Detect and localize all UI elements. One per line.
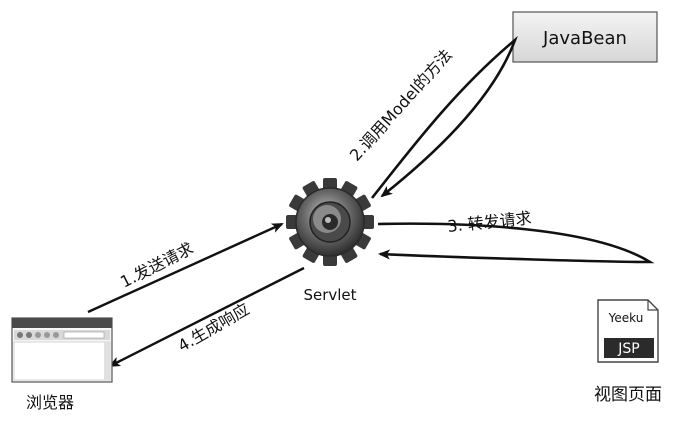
document-icon: Yeeku JSP <box>597 299 659 363</box>
edge-send-request-label: 1.发送请求 <box>117 239 196 292</box>
javabean-label: JavaBean <box>542 28 627 49</box>
jsp-doc-brand: Yeeku <box>608 311 644 325</box>
jsp-label: 视图页面 <box>594 385 662 405</box>
edge-generate-response-line <box>108 266 305 368</box>
javabean-node: JavaBean <box>512 11 658 63</box>
edge-send-request-line <box>87 222 284 314</box>
jsp-node: Yeeku JSP 视图页面 <box>594 299 662 405</box>
edge-send-request: 1.发送请求 <box>87 222 284 314</box>
edge-call-model: 2.调用Model的方法 <box>346 35 518 199</box>
browser-node: 浏览器 <box>11 317 113 412</box>
browser-label: 浏览器 <box>26 393 74 412</box>
gear-icon <box>286 178 374 266</box>
edge-forward-request-label: 3. 转发请求 <box>446 208 532 236</box>
jsp-doc-tag: JSP <box>617 341 639 357</box>
edge-forward-request: 3. 转发请求 <box>377 208 655 264</box>
edge-forward-request-line <box>377 222 655 264</box>
servlet-label: Servlet <box>303 286 356 304</box>
javabean-box <box>512 11 658 63</box>
edge-call-model-line <box>370 35 518 199</box>
servlet-node: Servlet <box>286 178 374 304</box>
browser-window-icon <box>11 317 113 383</box>
